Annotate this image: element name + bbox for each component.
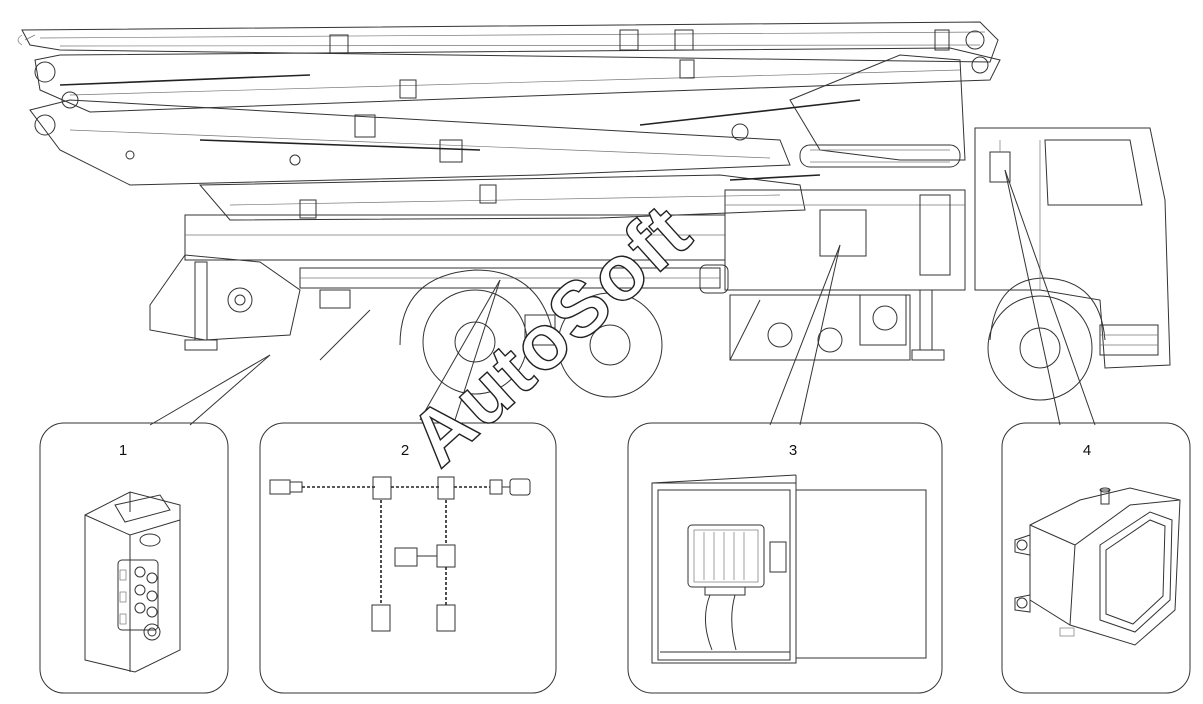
concrete-pump-truck-drawing xyxy=(17,21,1171,401)
leader-lines xyxy=(149,169,1096,426)
controller-location-box xyxy=(819,209,867,257)
junction-box-icon xyxy=(1014,487,1181,646)
panel-3-label: 3 xyxy=(789,442,797,459)
controller-cabinet-icon xyxy=(651,474,927,664)
control-box-icon xyxy=(84,491,181,673)
panel-4-label: 4 xyxy=(1083,442,1091,459)
wiring-harness-icon xyxy=(269,476,531,632)
panel-4: 4 xyxy=(1001,422,1191,694)
panel-1: 1 xyxy=(39,422,229,694)
boom-arms xyxy=(17,21,1001,221)
panel-3: 3 xyxy=(627,422,943,694)
panel-2-label: 2 xyxy=(401,442,409,459)
truck-cab xyxy=(974,127,1171,369)
panel-2: 2 xyxy=(259,422,557,694)
panel-1-label: 1 xyxy=(119,442,127,459)
truck-chassis xyxy=(149,189,1106,401)
